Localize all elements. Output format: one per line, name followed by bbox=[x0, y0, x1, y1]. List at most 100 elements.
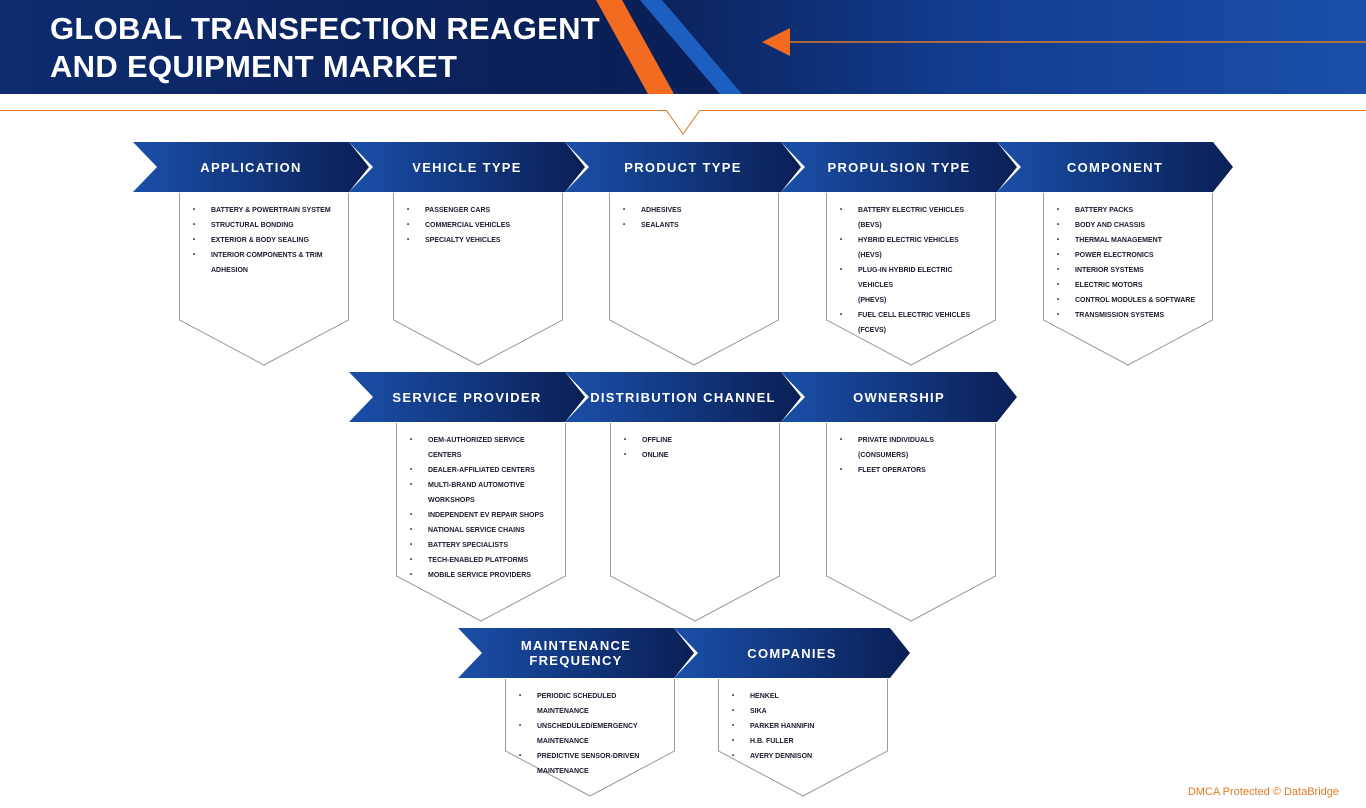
list-item: ONLINE bbox=[624, 448, 764, 463]
segment-tab-ownership: OWNERSHIP bbox=[781, 372, 1017, 422]
box-outline bbox=[718, 679, 888, 797]
segment-box-vehicle-type: PASSENGER CARSCOMMERCIAL VEHICLESSPECIAL… bbox=[393, 193, 563, 366]
chevron-shape bbox=[781, 142, 1017, 192]
box-outline bbox=[1043, 193, 1213, 366]
list-item: TRANSMISSION SYSTEMS bbox=[1057, 308, 1197, 323]
segment-tab-component: COMPONENT bbox=[997, 142, 1233, 192]
box-outline bbox=[609, 193, 779, 366]
list-item: AVERY DENNISON bbox=[732, 749, 872, 764]
segment-tab-vehicle-type: VEHICLE TYPE bbox=[349, 142, 585, 192]
segment-label: APPLICATION bbox=[200, 159, 302, 175]
chevron-shape bbox=[458, 628, 694, 678]
segment-label: PRODUCT TYPE bbox=[624, 159, 742, 175]
list-item: STRUCTURAL BONDING bbox=[193, 218, 333, 233]
list-item: UNSCHEDULED/EMERGENCY MAINTENANCE bbox=[519, 719, 659, 749]
footer-credit: DMCA Protected © DataBridge bbox=[1187, 786, 1339, 798]
list-item: DEALER-AFFILIATED CENTERS bbox=[410, 463, 550, 478]
chevron-shape bbox=[133, 142, 369, 192]
segment-item-list: PRIVATE INDIVIDUALS (CONSUMERS)FLEET OPE… bbox=[840, 433, 980, 478]
list-item: PARKER HANNIFIN bbox=[732, 719, 872, 734]
segment-box-companies: HENKELSIKAPARKER HANNIFINH.B. FULLERAVER… bbox=[718, 679, 888, 797]
segment-item-list: BATTERY & POWERTRAIN SYSTEMSTRUCTURAL BO… bbox=[193, 203, 333, 278]
box-outline bbox=[393, 193, 563, 366]
header-banner: GLOBAL TRANSFECTION REAGENT AND EQUIPMEN… bbox=[0, 0, 1366, 94]
segment-tab-distribution-channel: DISTRIBUTION CHANNEL bbox=[565, 372, 801, 422]
orange-stripe bbox=[596, 0, 674, 94]
list-item: HENKEL bbox=[732, 689, 872, 704]
list-item: CONTROL MODULES & SOFTWARE bbox=[1057, 293, 1197, 308]
divider-notch bbox=[666, 110, 700, 135]
list-item: SIKA bbox=[732, 704, 872, 719]
list-item: POWER ELECTRONICS bbox=[1057, 248, 1197, 263]
list-item: MULTI-BRAND AUTOMOTIVE bbox=[410, 478, 550, 493]
list-item: BODY AND CHASSIS bbox=[1057, 218, 1197, 233]
list-item: PASSENGER CARS bbox=[407, 203, 547, 218]
segment-box-maintenance-frequency: PERIODIC SCHEDULED MAINTENANCEUNSCHEDULE… bbox=[505, 679, 675, 797]
list-item: ADHESIVES bbox=[623, 203, 763, 218]
segment-tab-propulsion-type: PROPULSION TYPE bbox=[781, 142, 1017, 192]
segment-item-list: OEM-AUTHORIZED SERVICE CENTERSDEALER-AFF… bbox=[410, 433, 550, 583]
segment-label: SERVICE PROVIDER bbox=[392, 389, 542, 405]
segment-label: DISTRIBUTION CHANNEL bbox=[590, 389, 776, 405]
segment-tab-companies: COMPANIES bbox=[674, 628, 910, 678]
list-item: BATTERY ELECTRIC VEHICLES (BEVS) bbox=[840, 203, 980, 233]
list-item: BATTERY PACKS bbox=[1057, 203, 1197, 218]
chevron-shape bbox=[781, 372, 1017, 422]
blue-stripe bbox=[640, 0, 742, 94]
segment-box-product-type: ADHESIVESSEALANTS bbox=[609, 193, 779, 366]
segment-item-list: ADHESIVESSEALANTS bbox=[623, 203, 763, 233]
list-item: FLEET OPERATORS bbox=[840, 463, 980, 478]
list-item: PLUG-IN HYBRID ELECTRIC VEHICLES bbox=[840, 263, 980, 293]
segment-item-list: BATTERY PACKSBODY AND CHASSISTHERMAL MAN… bbox=[1057, 203, 1197, 323]
segment-item-list: HENKELSIKAPARKER HANNIFINH.B. FULLERAVER… bbox=[732, 689, 872, 764]
chevron-shape bbox=[349, 372, 585, 422]
box-outline bbox=[505, 679, 675, 797]
segment-item-list: PASSENGER CARSCOMMERCIAL VEHICLESSPECIAL… bbox=[407, 203, 547, 248]
list-item: PERIODIC SCHEDULED MAINTENANCE bbox=[519, 689, 659, 719]
arrow-head-icon bbox=[762, 28, 790, 56]
list-item: BATTERY & POWERTRAIN SYSTEM bbox=[193, 203, 333, 218]
chevron-shape bbox=[997, 142, 1233, 192]
segment-label: MAINTENANCE FREQUENCY bbox=[520, 638, 632, 668]
list-item: COMMERCIAL VEHICLES bbox=[407, 218, 547, 233]
segment-item-list: PERIODIC SCHEDULED MAINTENANCEUNSCHEDULE… bbox=[519, 689, 659, 779]
list-item: (PHEVS) bbox=[858, 297, 887, 304]
list-item: PREDICTIVE SENSOR-DRIVEN MAINTENANCE bbox=[519, 749, 659, 779]
list-item: FUEL CELL ELECTRIC VEHICLES bbox=[840, 308, 980, 323]
segment-tab-product-type: PRODUCT TYPE bbox=[565, 142, 801, 192]
segment-tab-maintenance-frequency: MAINTENANCE FREQUENCY bbox=[458, 628, 694, 678]
list-item: THERMAL MANAGEMENT bbox=[1057, 233, 1197, 248]
list-item: H.B. FULLER bbox=[732, 734, 872, 749]
list-item: PRIVATE INDIVIDUALS (CONSUMERS) bbox=[840, 433, 980, 463]
segment-box-propulsion-type: BATTERY ELECTRIC VEHICLES (BEVS)HYBRID E… bbox=[826, 193, 996, 366]
segment-label: OWNERSHIP bbox=[853, 389, 945, 405]
box-outline bbox=[396, 423, 566, 622]
segment-label: VEHICLE TYPE bbox=[412, 159, 522, 175]
segment-box-application: BATTERY & POWERTRAIN SYSTEMSTRUCTURAL BO… bbox=[179, 193, 349, 366]
list-item: INTERIOR SYSTEMS bbox=[1057, 263, 1197, 278]
list-item: HYBRID ELECTRIC VEHICLES (HEVS) bbox=[840, 233, 980, 263]
chevron-shape bbox=[565, 142, 801, 192]
list-item: OEM-AUTHORIZED SERVICE CENTERS bbox=[410, 433, 550, 463]
box-outline bbox=[179, 193, 349, 366]
segment-label: COMPANIES bbox=[747, 645, 837, 661]
header-decoration bbox=[596, 0, 1366, 94]
list-item: (FCEVS) bbox=[858, 327, 886, 334]
list-item: INTERIOR COMPONENTS & TRIM bbox=[193, 248, 333, 263]
list-item: NATIONAL SERVICE CHAINS bbox=[410, 523, 550, 538]
list-item: SEALANTS bbox=[623, 218, 763, 233]
list-item: BATTERY SPECIALISTS bbox=[410, 538, 550, 553]
list-item: EXTERIOR & BODY SEALING bbox=[193, 233, 333, 248]
segment-box-service-provider: OEM-AUTHORIZED SERVICE CENTERSDEALER-AFF… bbox=[396, 423, 566, 622]
title-line-2: AND EQUIPMENT MARKET bbox=[50, 49, 458, 84]
list-item: SPECIALTY VEHICLES bbox=[407, 233, 547, 248]
list-item: TECH-ENABLED PLATFORMS bbox=[410, 553, 550, 568]
page-title: GLOBAL TRANSFECTION REAGENT AND EQUIPMEN… bbox=[50, 10, 600, 86]
segment-item-list: OFFLINEONLINE bbox=[624, 433, 764, 463]
segment-box-component: BATTERY PACKSBODY AND CHASSISTHERMAL MAN… bbox=[1043, 193, 1213, 366]
box-outline bbox=[826, 193, 996, 366]
segment-box-distribution-channel: OFFLINEONLINE bbox=[610, 423, 780, 622]
segment-box-ownership: PRIVATE INDIVIDUALS (CONSUMERS)FLEET OPE… bbox=[826, 423, 996, 622]
list-item: ADHESION bbox=[211, 267, 248, 274]
list-item: MOBILE SERVICE PROVIDERS bbox=[410, 568, 550, 583]
